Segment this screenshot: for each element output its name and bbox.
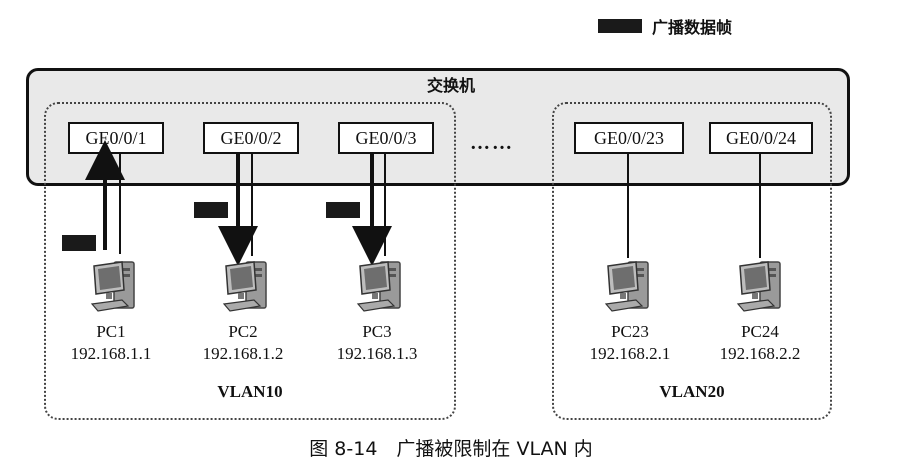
vlan20-group <box>552 102 832 420</box>
broadcast-frame-swatch <box>598 19 642 33</box>
switch-label: 交换机 <box>426 76 475 95</box>
legend: 广播数据帧 <box>598 14 732 38</box>
link-pc3 <box>352 154 392 266</box>
pc24-computer-icon <box>737 261 781 312</box>
vlan20-label: VLAN20 <box>659 382 725 401</box>
pc2-ip: 192.168.1.2 <box>202 344 284 363</box>
ellipsis: …… <box>470 132 514 154</box>
broadcast-frame-pc3 <box>326 202 360 218</box>
pc23-computer-icon <box>605 261 649 312</box>
pc3-computer-icon <box>357 261 401 312</box>
pc23-name: PC23 <box>611 322 649 341</box>
vlan10-label: VLAN10 <box>217 382 283 401</box>
pc1-computer-icon <box>91 261 135 312</box>
pc24-ip: 192.168.2.2 <box>719 344 801 363</box>
legend-label: 广播数据帧 <box>652 18 733 37</box>
pc1-name: PC1 <box>96 322 126 341</box>
pc3-name: PC3 <box>362 322 392 341</box>
port-ge0-0-24: GE0/0/24 <box>709 122 813 154</box>
figure-caption: 图 8-14 广播被限制在 VLAN 内 <box>309 438 593 460</box>
port-ge0-0-3: GE0/0/3 <box>338 122 434 154</box>
pc2-name: PC2 <box>228 322 258 341</box>
pc23-ip: 192.168.2.1 <box>589 344 671 363</box>
broadcast-frame-pc1 <box>62 235 96 251</box>
port-ge0-0-23: GE0/0/23 <box>574 122 684 154</box>
vlan10-group <box>44 102 456 420</box>
link-pc2 <box>218 154 258 266</box>
broadcast-frame-pc2 <box>194 202 228 218</box>
pc3-ip: 192.168.1.3 <box>336 344 418 363</box>
port-ge0-0-2: GE0/0/2 <box>203 122 299 154</box>
link-pc1 <box>85 140 125 254</box>
pc2-computer-icon <box>223 261 267 312</box>
pc1-ip: 192.168.1.1 <box>70 344 152 363</box>
pc24-name: PC24 <box>741 322 779 341</box>
